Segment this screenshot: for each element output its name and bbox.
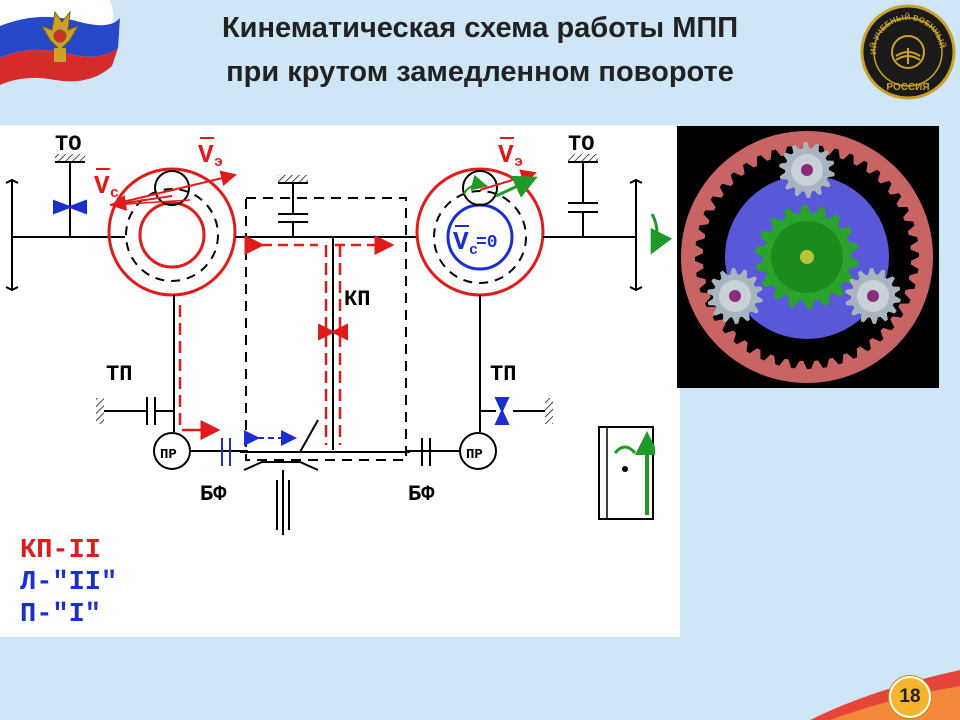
right-rotation-arrow-icon [650,213,673,255]
planetary-gear-illustration [677,126,939,388]
slide-title-line-2: при крутом замедленном повороте [226,56,734,88]
corner-flag [810,670,960,720]
turn-indicator [598,426,655,520]
right-output-shaft [629,178,643,292]
right-planetary-unit [415,167,545,297]
legend-left: Л-"II" [20,568,118,598]
right-ve-label: V [498,140,514,170]
turn-arc-icon [613,445,637,455]
slide-title: Кинематическая схема работы МПП при крут… [140,6,820,94]
planet-gear-right [845,268,901,324]
gear-book-icon [891,35,925,69]
right-vc-eq: =0 [476,233,498,253]
right-to-label: ТО [568,132,594,157]
gear-legend: КП-II Л-"II" П-"I" [20,535,117,631]
legend-kp: КП-II [20,536,102,566]
legend-right: П-"I" [20,600,102,630]
right-tp-label: ТП [490,362,516,387]
kp-clutch-icon [318,323,348,341]
kp-label: КП [344,287,370,312]
left-ve-sub: э [214,154,223,171]
right-stop-brake [543,154,636,238]
left-tp-label: ТП [106,362,132,387]
right-vc-label: V [453,227,469,257]
sun-gear [755,205,859,309]
left-vc-label: V [94,171,110,201]
left-output-shaft [5,178,125,292]
slide-title-line-1: Кинематическая схема работы МПП [221,12,739,44]
gearbox-kp [235,175,418,535]
left-planetary-unit [107,167,237,297]
left-stop-brake [53,154,87,237]
seal-text-bottom: РОССИЯ [886,82,929,93]
right-vc-sub: с [469,242,478,259]
right-lower-drive [406,295,553,470]
planet-gear-top [779,142,835,198]
slide-number: 18 [889,676,931,718]
eagle-emblem-icon [40,10,80,62]
training-center-seal: ОМСКИЙ УЧЕБНЫЙ ВОЕННЫЙ ЦЕНТР РОССИЯ [860,4,956,100]
planet-gear-left [707,268,763,324]
left-vc-sub: с [110,185,119,202]
flag-emblem [0,0,120,85]
right-pr-label: ПР [466,447,483,463]
kinematic-schematic: V э V с ТО КП [0,125,680,637]
left-to-label: ТО [55,132,81,157]
schematic-svg: V э V с ТО КП [5,132,673,535]
right-bf-label: БФ [408,482,435,507]
left-lower-drive [96,295,248,470]
right-tp-engaged-icon [494,397,510,425]
right-ve-sub: э [514,154,523,171]
left-ve-label: V [198,140,214,170]
left-bf-label: БФ [200,482,227,507]
left-pr-label: ПР [160,447,177,463]
